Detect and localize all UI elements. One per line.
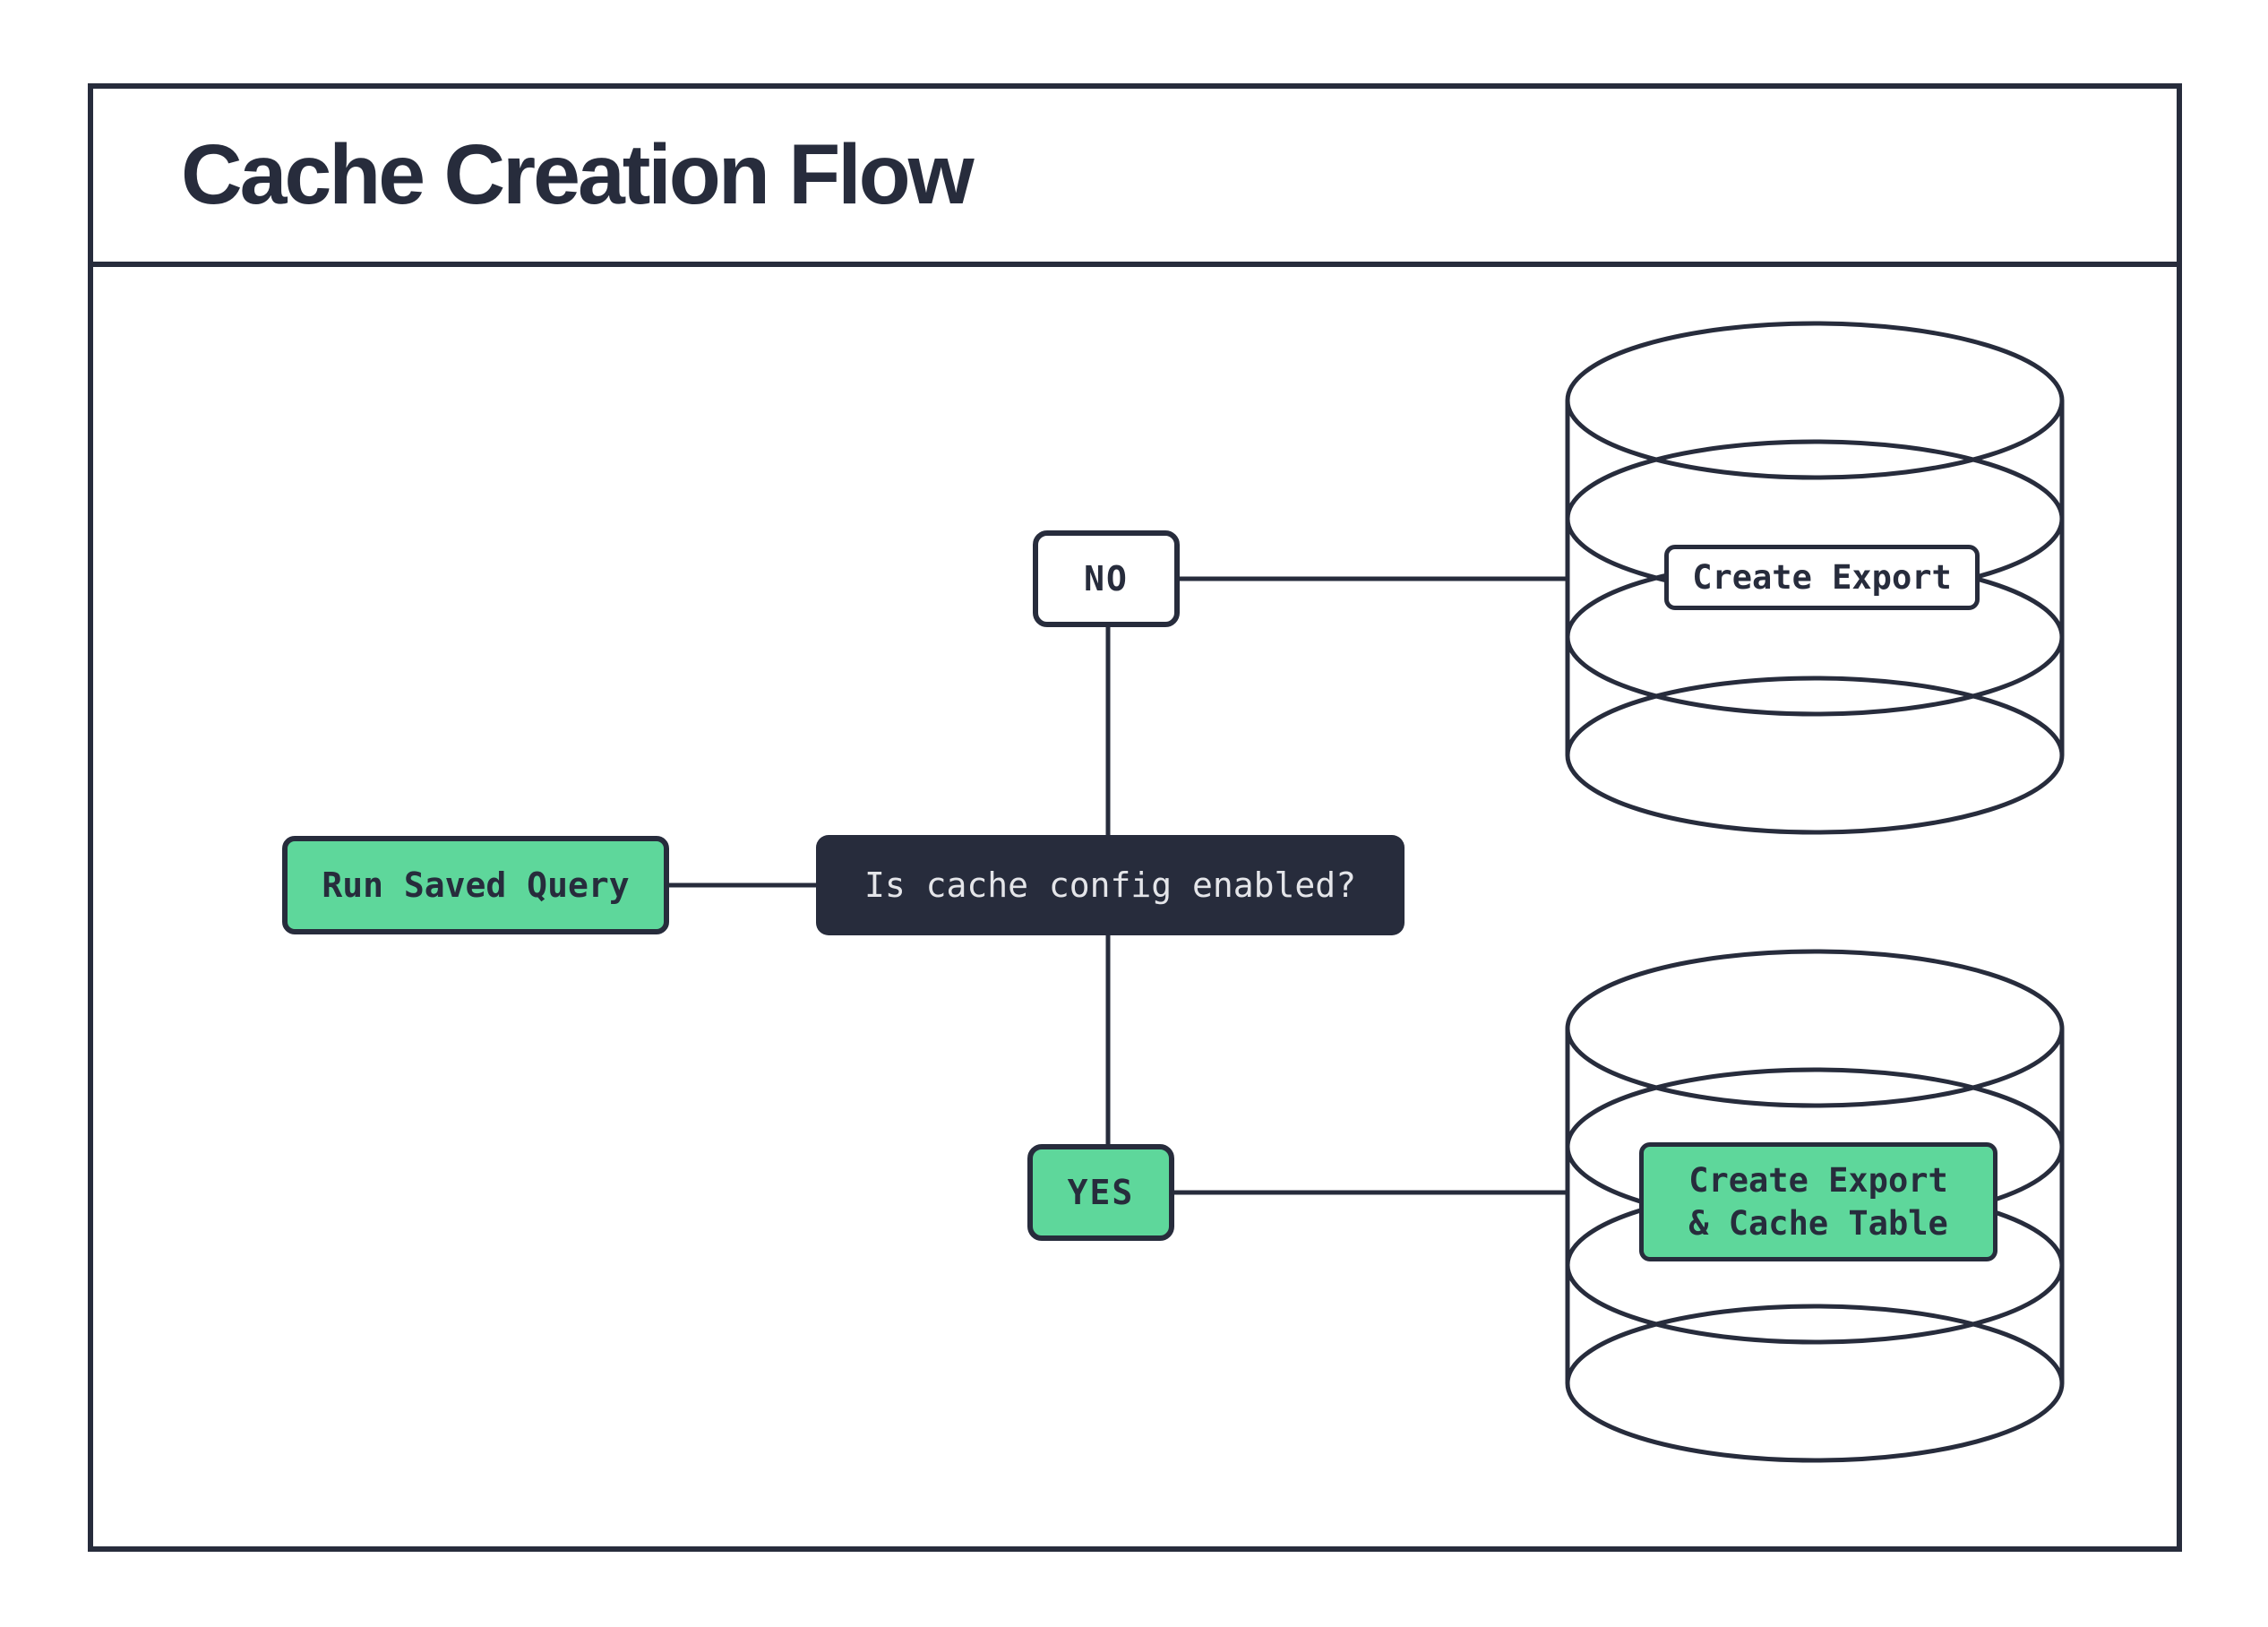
flow-node-yes-branch: YES xyxy=(1027,1144,1174,1241)
database-icon-export xyxy=(1565,321,2065,835)
database-label-text-line2: & Cache Table xyxy=(1688,1203,1948,1243)
diagram-frame: Cache Creation Flow xyxy=(88,83,2182,1552)
database-disk xyxy=(1565,676,2065,835)
page-title: Cache Creation Flow xyxy=(181,127,975,222)
database-disk xyxy=(1565,949,2065,1108)
diagram-header: Cache Creation Flow xyxy=(93,89,2177,267)
database-disk xyxy=(1565,321,2065,480)
database-label-create-export: Create Export xyxy=(1664,545,1980,610)
flow-node-label: YES xyxy=(1067,1173,1135,1212)
flow-node-label: NO xyxy=(1084,559,1129,598)
flow-node-label: Run Saved Query xyxy=(322,865,630,905)
flow-node-run-saved-query: Run Saved Query xyxy=(282,836,669,934)
database-sides xyxy=(1565,400,2065,755)
database-sides xyxy=(1565,1029,2065,1383)
database-label-create-export-cache-table: Create Export & Cache Table xyxy=(1639,1142,1997,1261)
database-label-text-line1: Create Export xyxy=(1688,1161,1948,1201)
flow-node-no-branch: NO xyxy=(1033,530,1180,627)
flow-node-cache-config-decision: Is cache config enabled? xyxy=(816,835,1405,935)
flow-node-label: Is cache config enabled? xyxy=(863,865,1357,905)
database-label-text: Create Export xyxy=(1692,557,1952,597)
database-disk xyxy=(1565,1304,2065,1463)
